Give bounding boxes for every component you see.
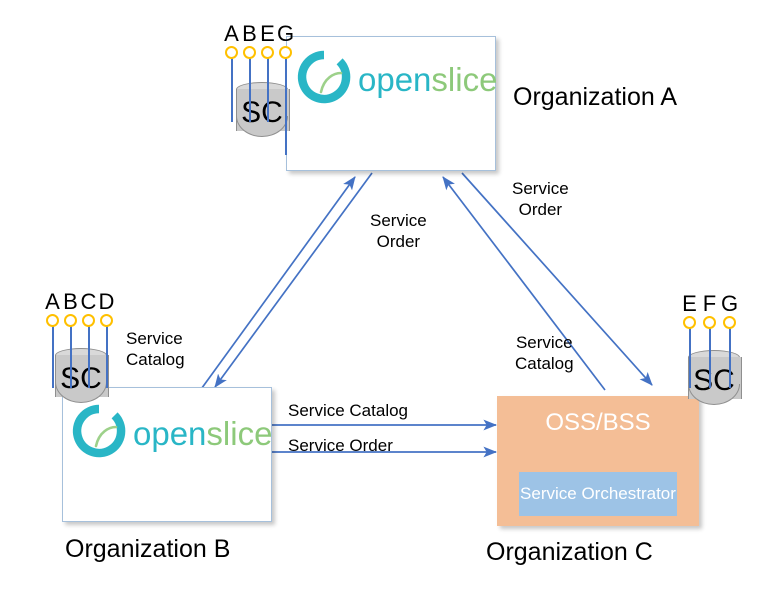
marker-letter: F: [702, 291, 717, 316]
service-orchestrator-box[interactable]: Service Orchestrator: [519, 472, 677, 516]
org-a-service-marker-A[interactable]: A: [224, 23, 239, 122]
marker-dot-icon: [82, 314, 95, 327]
marker-stem: [51, 325, 54, 388]
org-b-service-marker-C[interactable]: C: [81, 291, 96, 388]
marker-letter: A: [224, 21, 239, 46]
openslice-wordmark: openslice: [358, 63, 497, 96]
marker-dot-icon: [703, 316, 716, 329]
marker-dot-icon: [683, 316, 696, 329]
org-b-service-marker-A[interactable]: A: [45, 291, 60, 388]
cylinder-label: SC: [241, 96, 283, 129]
org-a-service-marker-G[interactable]: G: [277, 23, 294, 155]
marker-stem: [688, 327, 691, 388]
marker-dot-icon: [243, 46, 256, 59]
marker-letter: E: [682, 291, 697, 316]
org-c-service-marker-G[interactable]: G: [721, 293, 738, 388]
marker-stem: [284, 57, 287, 155]
marker-letter: B: [63, 289, 78, 314]
marker-letter: G: [720, 291, 739, 316]
edge-a-to-b-catalog: [214, 172, 373, 388]
org-b-service-marker-D[interactable]: D: [99, 291, 114, 388]
org-a-caption: Organization A: [513, 83, 677, 111]
marker-stem: [105, 325, 108, 388]
org-b-service-catalog-cylinder: SC: [55, 348, 109, 406]
marker-letter: G: [276, 21, 295, 46]
openslice-mark-icon: [72, 404, 126, 463]
marker-dot-icon: [225, 46, 238, 59]
marker-letter: B: [242, 21, 257, 46]
org-b-service-marker-B[interactable]: B: [63, 291, 78, 388]
marker-stem: [708, 327, 711, 388]
org-c-service-catalog-cylinder: SC: [688, 350, 742, 408]
marker-stem: [248, 57, 251, 122]
marker-dot-icon: [64, 314, 77, 327]
org-b-catalog-caption: Service Catalog: [126, 329, 185, 370]
org-c-service-marker-F[interactable]: F: [703, 293, 716, 388]
logo-text-open: open: [358, 61, 432, 98]
org-a-openslice-logo: openslice: [297, 50, 497, 109]
marker-dot-icon: [46, 314, 59, 327]
marker-stem: [230, 57, 233, 122]
org-b-caption: Organization B: [65, 535, 231, 563]
marker-dot-icon: [261, 46, 274, 59]
marker-dot-icon: [723, 316, 736, 329]
org-b-openslice-logo: openslice: [72, 404, 272, 463]
edge-label-b-c-catalog: Service Catalog: [288, 401, 409, 420]
org-c-system-title: OSS/BSS: [545, 409, 651, 436]
marker-dot-icon: [100, 314, 113, 327]
cylinder-label: SC: [693, 364, 735, 397]
marker-letter: A: [45, 289, 60, 314]
openslice-mark-icon: [297, 50, 351, 109]
marker-stem: [69, 325, 72, 388]
org-c-service-marker-E[interactable]: E: [682, 293, 697, 388]
org-c-box[interactable]: OSS/BSS Service Orchestrator: [497, 396, 699, 526]
org-a-service-marker-B[interactable]: B: [242, 23, 257, 122]
logo-text-slice: slice: [206, 415, 273, 452]
cylinder-label: SC: [60, 362, 102, 395]
edge-label-c-to-a-order: Service Order: [512, 179, 569, 220]
marker-stem: [266, 57, 269, 122]
org-a-service-marker-E[interactable]: E: [260, 23, 275, 122]
logo-text-slice: slice: [431, 61, 498, 98]
openslice-wordmark: openslice: [133, 417, 272, 450]
marker-stem: [87, 325, 90, 388]
marker-dot-icon: [279, 46, 292, 59]
org-c-caption: Organization C: [486, 538, 653, 566]
logo-text-open: open: [133, 415, 207, 452]
marker-letter: C: [80, 289, 97, 314]
marker-stem: [728, 327, 731, 388]
edge-label-b-c-order: Service Order: [288, 436, 393, 455]
edge-label-c-catalog: Service Catalog: [515, 333, 574, 374]
edge-b-to-a-order: [198, 176, 356, 393]
marker-letter: D: [98, 289, 115, 314]
edge-label-b-to-a-order: Service Order: [370, 211, 427, 252]
marker-letter: E: [260, 21, 275, 46]
